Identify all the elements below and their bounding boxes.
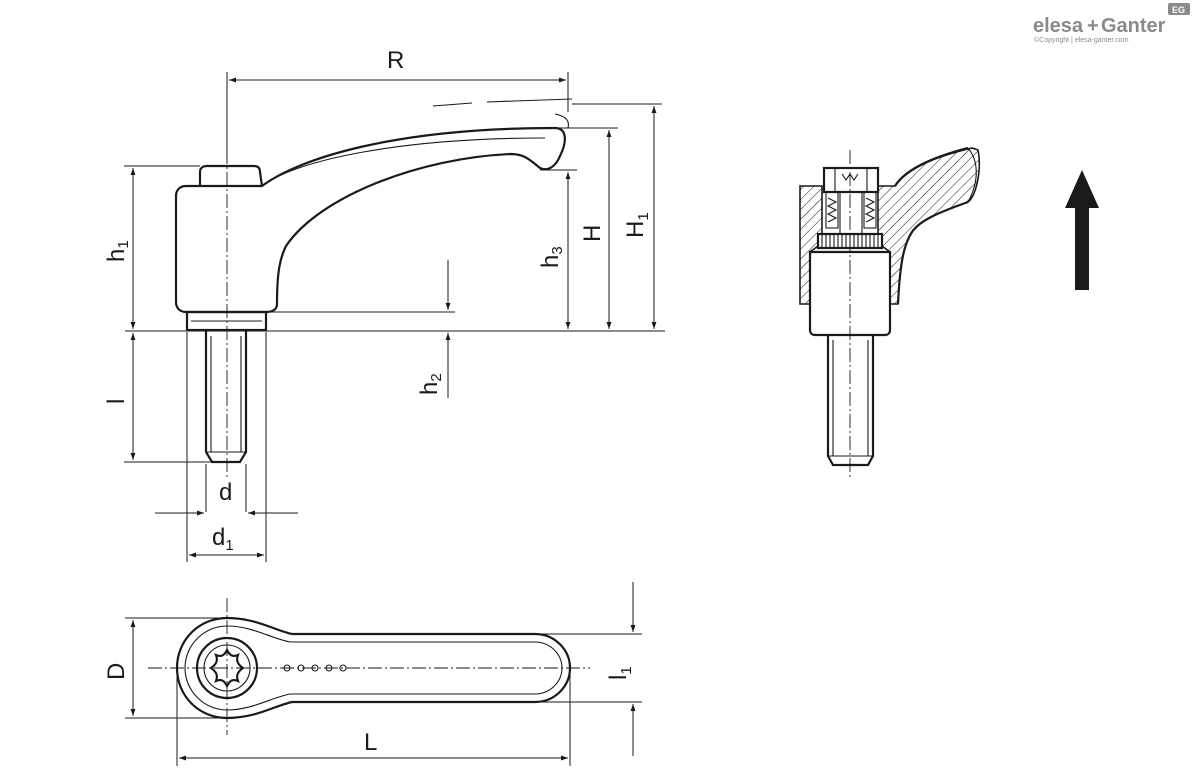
label-l: l <box>103 399 130 404</box>
section-threaded-stud <box>826 335 875 467</box>
brand-logo: elesa + Ganter EG ©Copyright | elesa-gan… <box>1033 3 1190 44</box>
logo-badge-bg <box>1168 3 1190 15</box>
label-l1: l1 <box>605 666 635 680</box>
label-L: L <box>364 729 377 756</box>
logo-brand-a: elesa <box>1033 15 1084 37</box>
section-spring-coil-right <box>864 197 876 223</box>
logo-copyright: ©Copyright | elesa-ganter.com <box>1034 36 1129 44</box>
section-hub <box>808 250 892 337</box>
section-hatch-right <box>877 147 981 305</box>
lever-body-outline <box>174 126 566 314</box>
threaded-stud <box>204 330 248 464</box>
logo-plus: + <box>1087 15 1099 37</box>
section-spring-coil-left <box>826 197 838 223</box>
lever-alt-position-1 <box>432 102 473 107</box>
section-inner-pin <box>839 191 863 235</box>
section-spring-left <box>825 191 839 229</box>
label-R: R <box>387 47 404 74</box>
section-lever-arm-inner <box>896 200 969 305</box>
section-lever-arm <box>894 146 969 187</box>
top-view: D L l1 <box>103 582 642 766</box>
label-h2: h2 <box>416 373 445 395</box>
arrow-up-icon <box>1065 170 1099 290</box>
label-h3: h3 <box>537 246 566 268</box>
section-break-line <box>967 147 977 203</box>
label-h1: h1 <box>103 240 132 262</box>
hub-washer <box>185 310 268 332</box>
lever-boss-top <box>198 164 264 187</box>
lever-alt-position-3 <box>554 113 569 129</box>
lever-alt-position-2 <box>486 98 573 103</box>
lever-inner-edge <box>261 137 546 187</box>
label-D: D <box>103 663 130 680</box>
section-push-button <box>822 166 880 194</box>
logo-brand-b: Ganter <box>1101 15 1166 37</box>
side-view: R h1 l d d1 h2 h3 H <box>103 47 665 562</box>
label-H: H <box>579 225 606 242</box>
section-serration-teeth <box>821 234 879 248</box>
section-view <box>799 146 981 478</box>
label-d1: d1 <box>212 524 234 554</box>
label-d: d <box>219 479 232 506</box>
logo-badge: EG <box>1172 5 1185 15</box>
top-view-inner-outline <box>184 625 563 711</box>
section-spring-right <box>863 191 877 229</box>
label-H1: H1 <box>622 212 652 238</box>
